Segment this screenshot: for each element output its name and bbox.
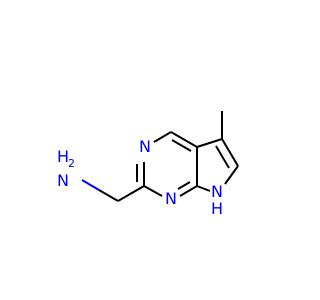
amine-n-label: N [57, 171, 69, 190]
bond-c4-n3-second [177, 181, 191, 190]
bond-c3a-c3 [221, 138, 239, 167]
bond-c5-c3a [196, 138, 223, 148]
bond-c6-c5 [170, 131, 198, 148]
n7-h-label: H [211, 199, 223, 218]
bond-ch2-nh2-n-half [81, 179, 100, 191]
bond-c3a-c3-second [215, 145, 230, 169]
bond-c2-ch2 [117, 185, 145, 202]
bond-ch2-nh2 [98, 189, 119, 202]
n7-label: N [211, 182, 223, 201]
bond-c6-c5-second [171, 139, 192, 152]
amine-subscript: 2 [68, 157, 75, 170]
n3-label: N [165, 189, 177, 208]
bond-n3-c2 [143, 185, 163, 197]
bond-n7-c4 [196, 185, 211, 192]
n1-label: N [139, 137, 151, 156]
bond-c3-n7 [224, 165, 239, 185]
bond-n1-c6 [153, 131, 172, 143]
bond-c4-n3 [179, 185, 198, 197]
chemical-structure-diagram: H 2 N N N N H [57, 111, 239, 218]
amine-h-label: H [57, 147, 69, 166]
